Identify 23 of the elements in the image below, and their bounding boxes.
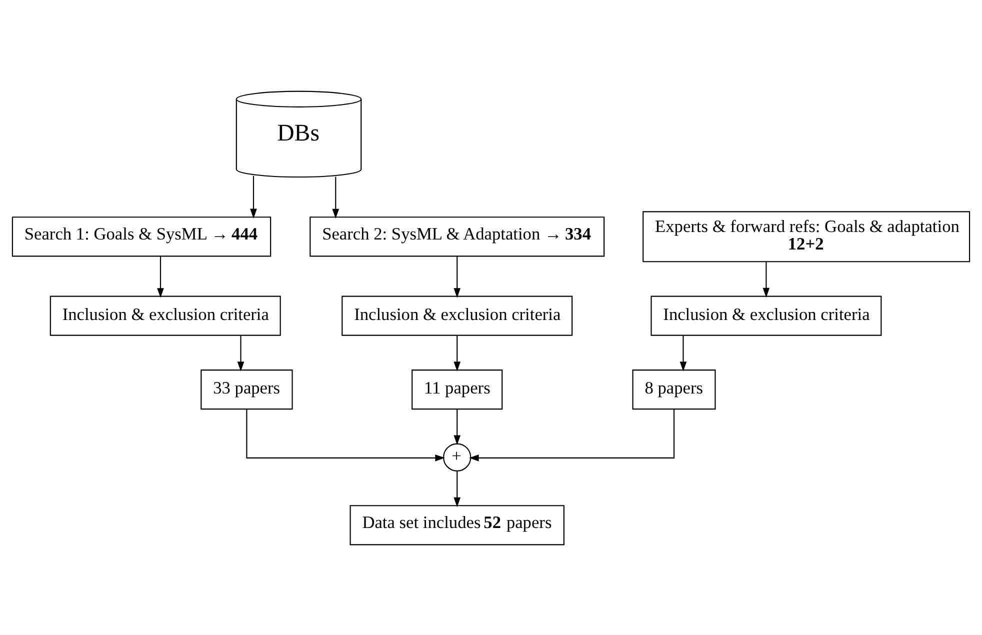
node-box: 33 papers: [200, 369, 293, 410]
arrow: [454, 408, 461, 445]
arrow: [237, 335, 244, 371]
node-box: Data set includes 52 papers: [350, 504, 564, 545]
node-box: Search 2: SysML & Adaptation → 334: [310, 216, 605, 256]
arrow: [157, 256, 164, 298]
node-box: 11 papers: [412, 369, 503, 410]
node-box: Experts & forward refs: Goals & adaptation 12+2: [642, 210, 970, 262]
arrow: [762, 261, 770, 298]
arrow: [469, 408, 675, 461]
arrow: [454, 335, 461, 371]
node-box: 8 papers: [632, 369, 716, 410]
node-box: Inclusion & exclusion criteria: [50, 295, 281, 336]
arrow: [246, 408, 445, 461]
arrow: [680, 335, 687, 371]
node-circle: +: [443, 442, 472, 471]
node-box: Search 1: Goals & SysML → 444: [12, 216, 272, 256]
node-box: Inclusion & exclusion criteria: [342, 295, 573, 336]
node-box: Inclusion & exclusion criteria: [650, 295, 882, 336]
arrow: [332, 176, 340, 218]
arrow: [454, 470, 461, 507]
arrow: [454, 256, 461, 298]
arrow: [250, 175, 257, 218]
